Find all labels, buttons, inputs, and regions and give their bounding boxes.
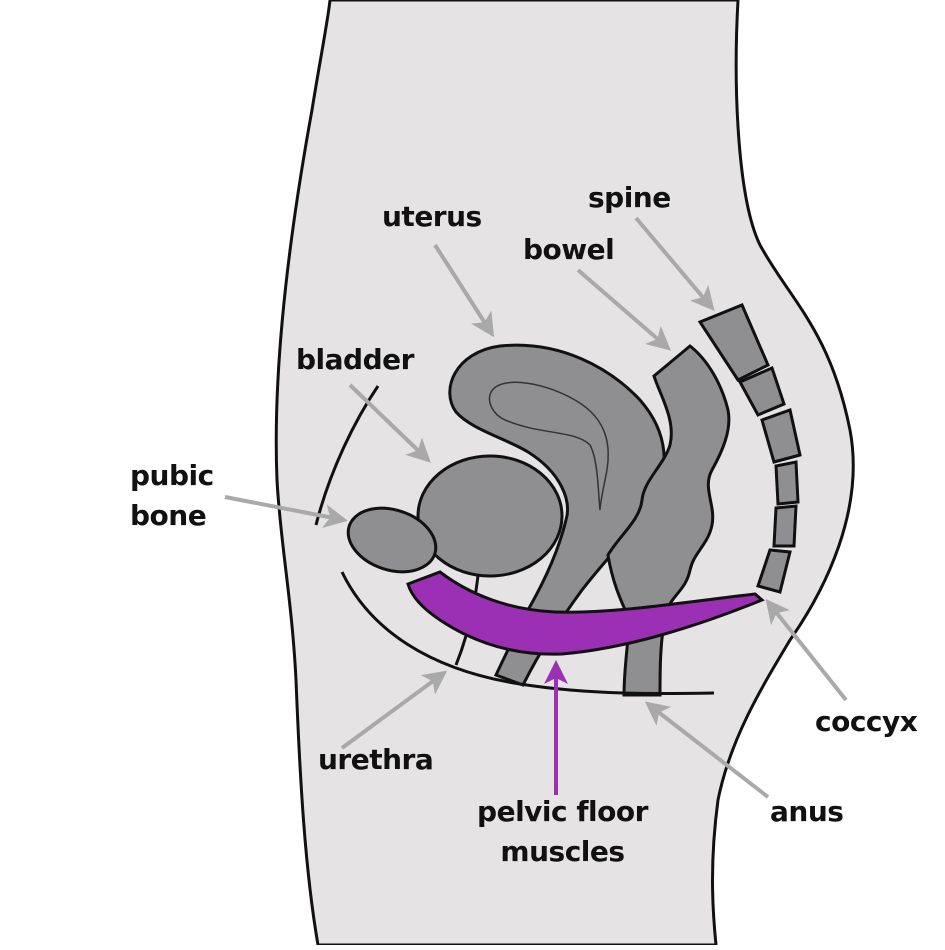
uterus-shape [448, 343, 666, 687]
label-pelvic-floor-muscles: pelvic floor muscles [475, 792, 650, 872]
perineum-curve [340, 571, 715, 696]
label-bladder: bladder [296, 343, 414, 376]
label-uterus: uterus [382, 200, 482, 233]
label-pubic-bone-line-1: pubic [130, 459, 214, 492]
pubic-bone-shape [346, 506, 438, 574]
vertebra-3 [760, 408, 802, 464]
vertebra-6 [756, 548, 792, 594]
coccyx-pointer-arrow [765, 598, 848, 702]
urethra-pointer-arrow [340, 670, 448, 750]
bladder-shape [416, 454, 564, 578]
label-anus: anus [770, 795, 844, 828]
anus-pointer-arrow [644, 701, 770, 799]
uterus-pointer-arrow [433, 243, 495, 338]
vertebra-1 [697, 303, 770, 382]
label-bowel: bowel [523, 233, 615, 266]
pelvic-floor-muscles [406, 570, 765, 656]
vertebra-2 [737, 365, 786, 417]
abdominal-fold-line [314, 385, 380, 526]
pubic-bone-pointer-arrow [224, 495, 348, 528]
label-coccyx: coccyx [815, 705, 918, 738]
vertebra-5 [772, 504, 798, 548]
spine-pointer-arrow [634, 216, 715, 312]
label-spine: spine [588, 181, 671, 214]
vertebra-4 [774, 460, 800, 506]
label-pelvic-floor-line-2: muscles [500, 835, 625, 868]
bowel-pointer-arrow [576, 268, 672, 351]
label-pelvic-floor-line-1: pelvic floor [477, 795, 648, 828]
label-urethra: urethra [318, 743, 434, 776]
label-pubic-bone-line-2: bone [130, 499, 207, 532]
bladder-pointer-arrow [348, 383, 431, 463]
uterine-cavity [488, 381, 609, 511]
label-pubic-bone: pubic bone [130, 456, 214, 536]
